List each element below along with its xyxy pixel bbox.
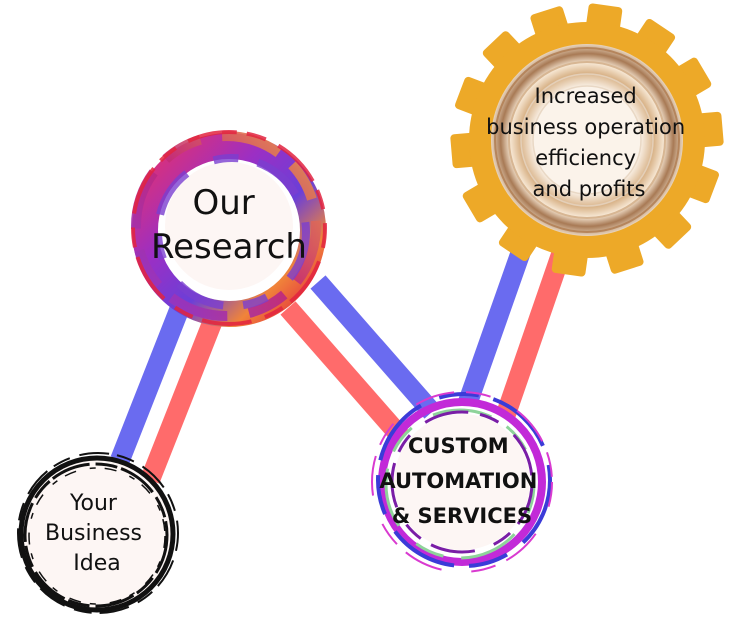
- connector-stripe-blue: [110, 296, 193, 464]
- node-business-idea: Your Business Idea: [17, 452, 179, 614]
- connector-stripe-blue: [310, 275, 440, 419]
- ink-ring-icon: [17, 452, 179, 614]
- swirl-ring-icon: [371, 391, 553, 573]
- connector-idea-research: [110, 296, 224, 484]
- node-label: Increased business operation efficiency …: [486, 84, 692, 201]
- paint-ring-icon: [131, 130, 327, 327]
- gear-icon: [450, 3, 724, 277]
- node-label: CUSTOM AUTOMATION & SERVICES: [379, 434, 544, 528]
- connector-research-automation: [280, 275, 440, 445]
- node-label: Our Research: [151, 183, 307, 267]
- node-label: Your Business Idea: [45, 491, 149, 576]
- node-efficiency: Increased business operation efficiency …: [450, 3, 724, 277]
- node-research: Our Research: [131, 130, 327, 327]
- node-automation: CUSTOM AUTOMATION & SERVICES: [371, 391, 553, 573]
- connector-stripe-red: [280, 301, 410, 445]
- connector-stripe-red: [140, 314, 224, 484]
